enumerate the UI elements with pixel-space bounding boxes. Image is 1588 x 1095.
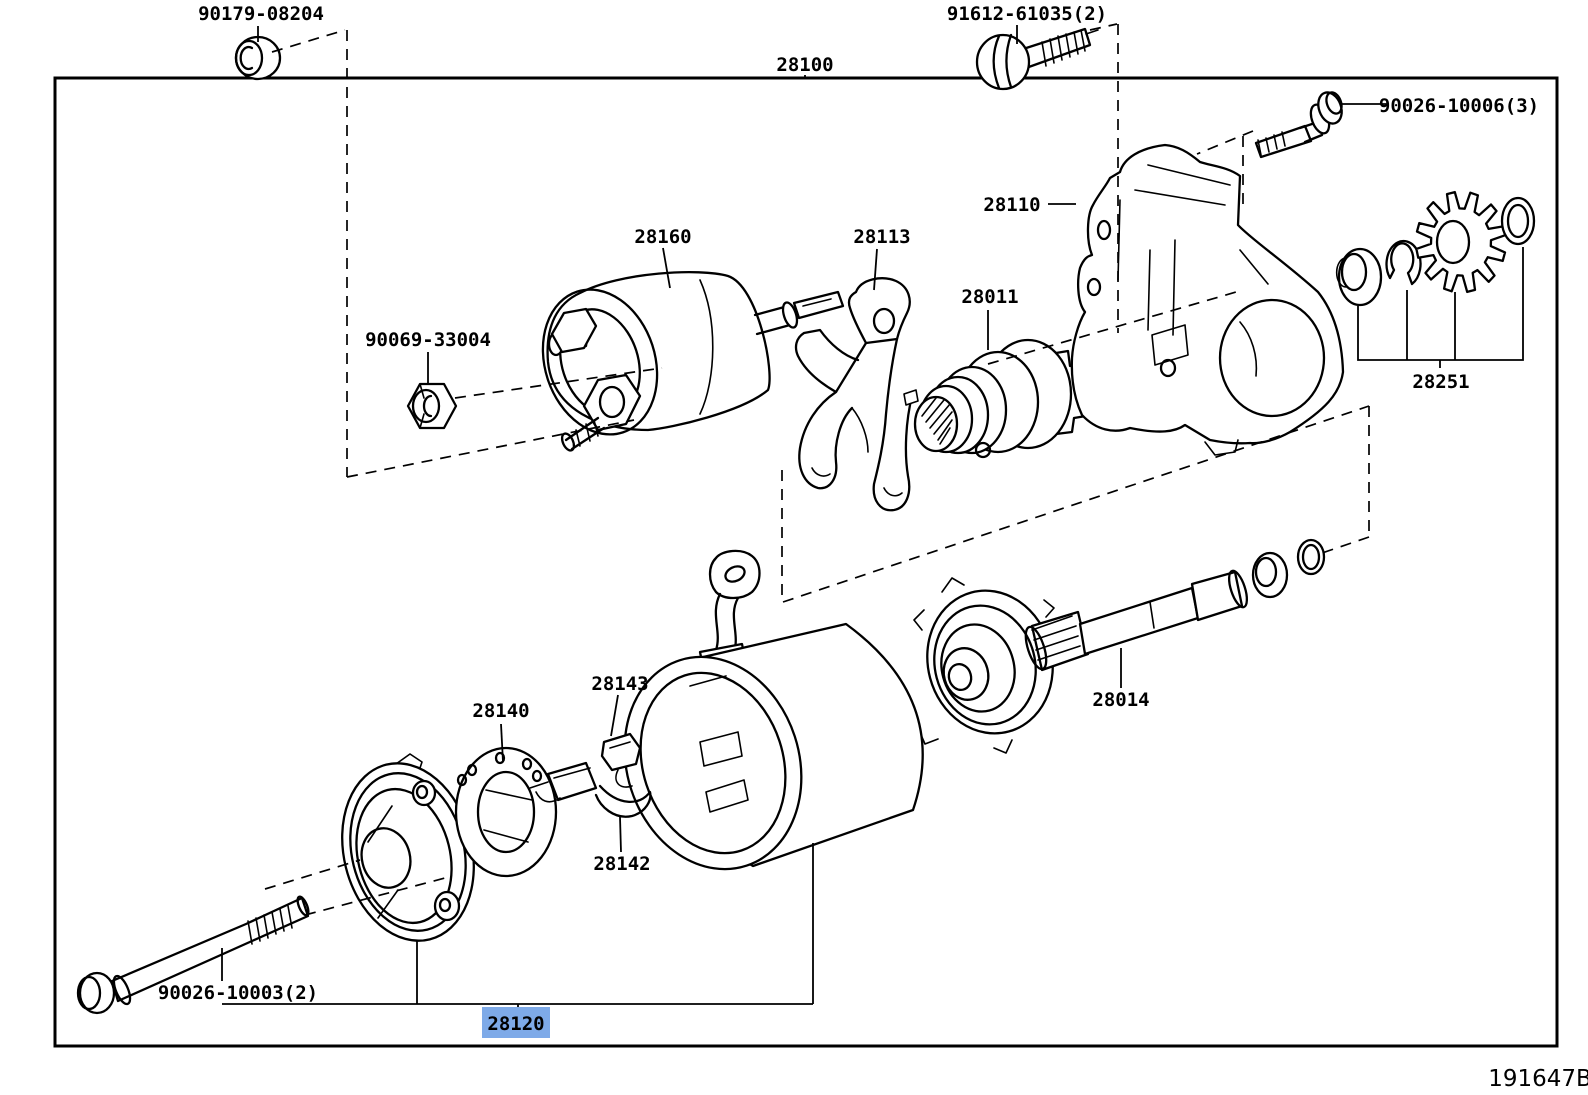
callout-28140[interactable]: 28140 <box>472 700 529 722</box>
callout-28120[interactable]: 28120 <box>487 1013 544 1035</box>
part-28251-kit-drawing <box>1335 190 1536 307</box>
part-28142-brush-drawing <box>529 761 652 818</box>
part-28160-solenoid-drawing <box>541 271 845 452</box>
callout-28143[interactable]: 28143 <box>591 673 648 695</box>
diagram-border <box>53 76 1559 1048</box>
callout-28011[interactable]: 28011 <box>961 286 1018 308</box>
part-90179-nut-drawing <box>234 35 282 81</box>
part-90026-10003-bolt-drawing <box>76 895 310 1015</box>
pinion-gear-teeth <box>1415 190 1507 294</box>
callout-90069-33004[interactable]: 90069-33004 <box>365 329 491 351</box>
part-28011-clutch-drawing <box>903 338 1094 459</box>
callout-91612-61035[interactable]: 91612-61035(2) <box>947 3 1107 25</box>
part-90026-10006-bolt-drawing <box>1254 91 1343 159</box>
callout-28113[interactable]: 28113 <box>853 226 910 248</box>
callout-90026-10006[interactable]: 90026-10006(3) <box>1379 95 1539 117</box>
callout-28110[interactable]: 28110 <box>983 194 1040 216</box>
construction-lines <box>264 23 1370 916</box>
leader-lines <box>221 25 1524 1007</box>
diagram-reference-number: 191647B <box>1488 1066 1588 1092</box>
part-28113-drive-lever-drawing <box>794 277 914 512</box>
callout-28100[interactable]: 28100 <box>776 54 833 76</box>
callout-90026-10003[interactable]: 90026-10003(2) <box>158 982 318 1004</box>
part-28143-spring-drawing <box>600 732 642 788</box>
callout-labels: 90179-08204 91612-61035(2) 28100 90026-1… <box>158 3 1588 1092</box>
callout-28014[interactable]: 28014 <box>1092 689 1149 711</box>
part-91612-bolt-drawing <box>975 27 1099 91</box>
callout-90179-08204[interactable]: 90179-08204 <box>198 3 324 25</box>
selected-callout-28120[interactable]: 28120 <box>482 1007 550 1038</box>
part-28110-housing-drawing <box>1070 143 1345 456</box>
callout-28120-highlight <box>482 1007 550 1038</box>
part-28014-armature-drawing <box>913 538 1326 754</box>
part-28140-brush-plate-drawing <box>454 746 558 878</box>
callout-28160[interactable]: 28160 <box>634 226 691 248</box>
callout-28142[interactable]: 28142 <box>593 853 650 875</box>
part-28120-yoke-drawing <box>623 549 924 871</box>
part-90069-nut-drawing <box>406 382 458 430</box>
callout-28251[interactable]: 28251 <box>1412 371 1469 393</box>
